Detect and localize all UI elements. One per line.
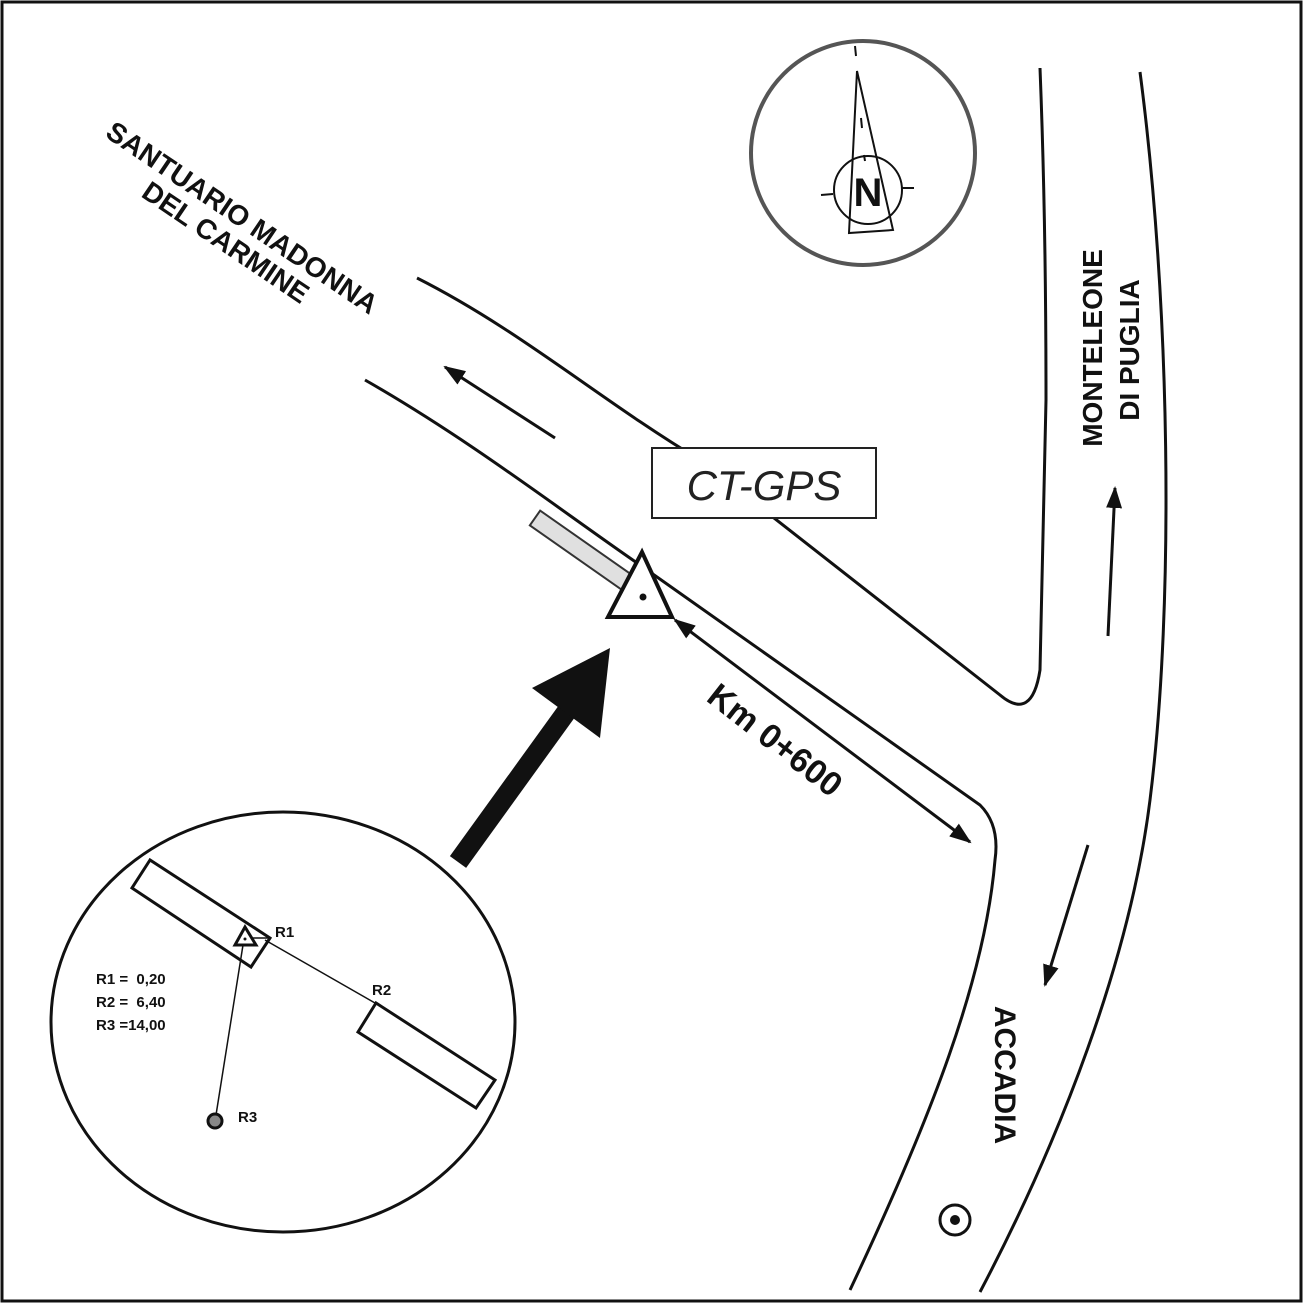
road-edge-lower [364,378,998,1291]
road-edge-upper [416,67,1048,706]
destination-label-puglia: DI PUGLIA [1114,279,1145,421]
pointer-arrow [449,648,610,868]
station-label-box [651,447,877,519]
inset-marker-r3: R3 [238,1109,257,1126]
direction-arrow-northwest [443,365,556,440]
inset-distance-r2: R2 = 6,40 [96,994,166,1011]
station-triangle-icon [604,547,676,619]
roads [364,67,1168,1293]
inset-building-1 [129,857,273,970]
direction-arrow-south [1043,844,1090,987]
inset-detail: R1 R2 R3 R1 = 0,20 R2 = 6,40 R3 =14,00 [49,810,517,1234]
compass-north-label: N [854,171,883,215]
distance-arrow-km [673,618,972,844]
inset-station-triangle-icon [232,924,259,947]
direction-arrow-north [1106,486,1123,637]
target-marker-icon [938,1203,972,1237]
inset-r3-point [206,1112,224,1130]
inset-distance-r1: R1 = 0,20 [96,971,166,988]
destination-label-monteleone: MONTELEONE [1077,249,1108,447]
inset-marker-r2: R2 [372,982,391,999]
destination-label-accadia: ACCADIA [988,1006,1021,1144]
compass-rose-icon: N [749,39,977,267]
inset-distance-r3: R3 =14,00 [96,1017,166,1034]
inset-building-2 [355,1000,498,1111]
road-edge-east [978,71,1168,1293]
station-label: CT-GPS [687,462,842,509]
inset-marker-r1: R1 [275,924,294,941]
